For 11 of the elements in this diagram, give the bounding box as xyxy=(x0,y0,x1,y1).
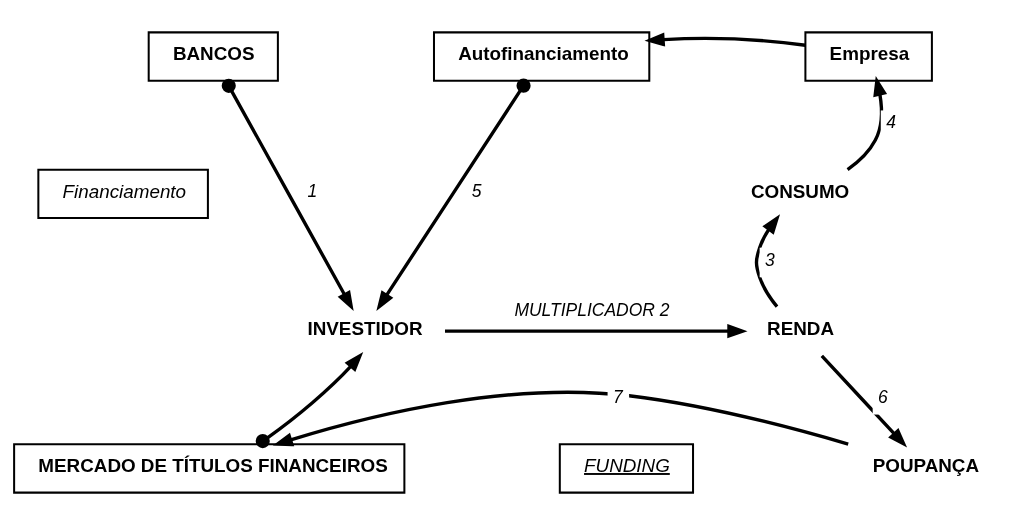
node-text: POUPANÇA xyxy=(872,454,980,476)
edge-label: MULTIPLICADOR 2 xyxy=(514,299,670,320)
edge-label: 3 xyxy=(765,249,775,270)
edge-label: 1 xyxy=(307,180,318,201)
node-text: RENDA xyxy=(767,317,834,339)
edge-label: 4 xyxy=(886,111,896,132)
edge-label: 6 xyxy=(878,386,888,407)
node-text: INVESTIDOR xyxy=(307,317,423,339)
edge-label: 7 xyxy=(612,386,623,407)
edge-label: 5 xyxy=(471,180,482,201)
node-text: CONSUMO xyxy=(750,180,850,201)
